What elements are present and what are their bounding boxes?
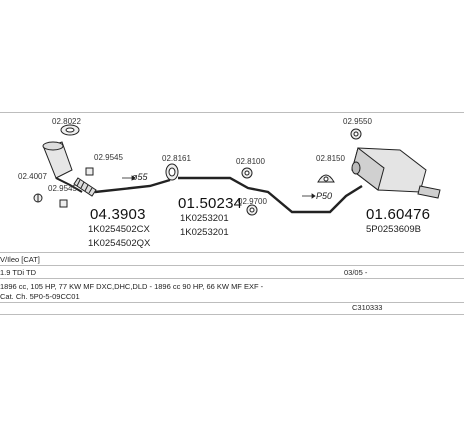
oe-number-04-3903-b: 1K0254502QX xyxy=(88,238,151,249)
clamp-02-8161 xyxy=(165,163,179,181)
dimension-arrow-55 xyxy=(122,175,136,181)
divider-4 xyxy=(0,302,464,303)
label-02-8022: 02.8022 xyxy=(52,117,81,126)
clamp-02-4007 xyxy=(33,193,43,203)
hanger-02-9550 xyxy=(350,128,362,140)
part-number-01-60476: 01.60476 xyxy=(366,206,431,223)
rear-silencer-part xyxy=(351,147,441,199)
exhaust-diagram xyxy=(33,124,441,216)
hanger-02-8100 xyxy=(241,167,253,179)
clamp-02-8150 xyxy=(317,174,335,183)
label-02-8150: 02.8150 xyxy=(316,154,345,163)
spec-details: 1896 cc, 105 HP, 77 KW MF DXC,DHC,DLD - … xyxy=(0,282,264,291)
spec-vehicle: V/Ileo [CAT] xyxy=(0,255,40,264)
bolt-02-9545-b xyxy=(59,199,68,208)
oe-number-01-60476: 5P0253609B xyxy=(366,224,421,235)
divider-5 xyxy=(0,314,464,315)
divider-2 xyxy=(0,265,464,266)
catalytic-converter-part xyxy=(42,141,83,193)
label-02-9700: 02.9700 xyxy=(238,197,267,206)
middle-pipe-part xyxy=(178,176,363,214)
spec-catalyst: Cat. Ch. 5P0-5-09CC01 xyxy=(0,292,80,301)
label-02-8161: 02.8161 xyxy=(162,154,191,163)
label-02-4007: 02.4007 xyxy=(18,172,47,181)
dimension-label-50: P50 xyxy=(316,191,333,201)
divider-1 xyxy=(0,252,464,253)
label-02-9545-b: 02.9545 xyxy=(48,184,77,193)
dimension-label-55: ø55 xyxy=(132,172,148,182)
part-number-04-3903: 04.3903 xyxy=(90,206,146,223)
flexible-pipe-part xyxy=(73,177,97,197)
oe-number-01-50234-a: 1K0253201 xyxy=(180,213,229,224)
divider-3 xyxy=(0,278,464,279)
front-pipe-part xyxy=(94,178,171,194)
label-02-9550: 02.9550 xyxy=(343,117,372,126)
spec-code: C310333 xyxy=(352,303,383,312)
oe-number-04-3903-a: 1K0254502CX xyxy=(88,224,150,235)
label-02-8100: 02.8100 xyxy=(236,157,265,166)
gasket-02-8022 xyxy=(60,124,80,136)
oe-number-01-50234-b: 1K0253201 xyxy=(180,227,229,238)
hanger-02-9700 xyxy=(246,204,258,216)
bolt-02-9545-a xyxy=(85,167,94,176)
label-02-9545-a: 02.9545 xyxy=(94,153,123,162)
dimension-arrow-50 xyxy=(302,193,316,199)
part-number-01-50234: 01.50234 xyxy=(178,195,243,212)
spec-date: 03/05 - xyxy=(344,268,368,277)
spec-engine: 1.9 TDi TD xyxy=(0,268,36,277)
divider-top xyxy=(0,112,464,113)
